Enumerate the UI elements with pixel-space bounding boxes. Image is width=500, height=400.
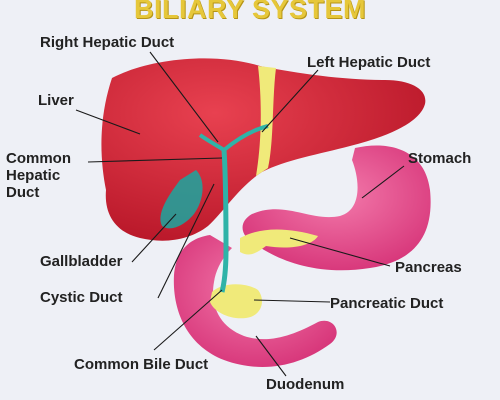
leader-lines: [75, 51, 405, 377]
duodenum-shape: [173, 235, 337, 367]
label-gallbladder: Gallbladder: [40, 253, 123, 270]
hepatic-ducts-path: [198, 124, 269, 153]
pancreas-shape: [210, 229, 318, 319]
label-liver: Liver: [38, 92, 74, 109]
falciform-ligament: [256, 66, 276, 176]
diagram-title: BILIARY SYSTEM: [133, 0, 367, 24]
label-right-hepatic-duct: Right Hepatic Duct: [40, 34, 175, 51]
gallbladder-shape: [160, 170, 203, 229]
label-common-bile-duct: Common Bile Duct: [74, 356, 209, 373]
label-cystic-duct: Cystic Duct: [40, 289, 123, 306]
label-pancreatic-duct: Pancreatic Duct: [330, 295, 444, 312]
common-bile-duct-path: [219, 149, 229, 293]
label-duodenum: Duodenum: [266, 376, 345, 393]
label-stomach: Stomach: [408, 150, 472, 167]
label-left-hepatic-duct: Left Hepatic Duct: [307, 54, 431, 71]
label-pancreas: Pancreas: [395, 259, 462, 276]
label-common-hepatic-duct: Common Hepatic Duct: [6, 150, 71, 201]
